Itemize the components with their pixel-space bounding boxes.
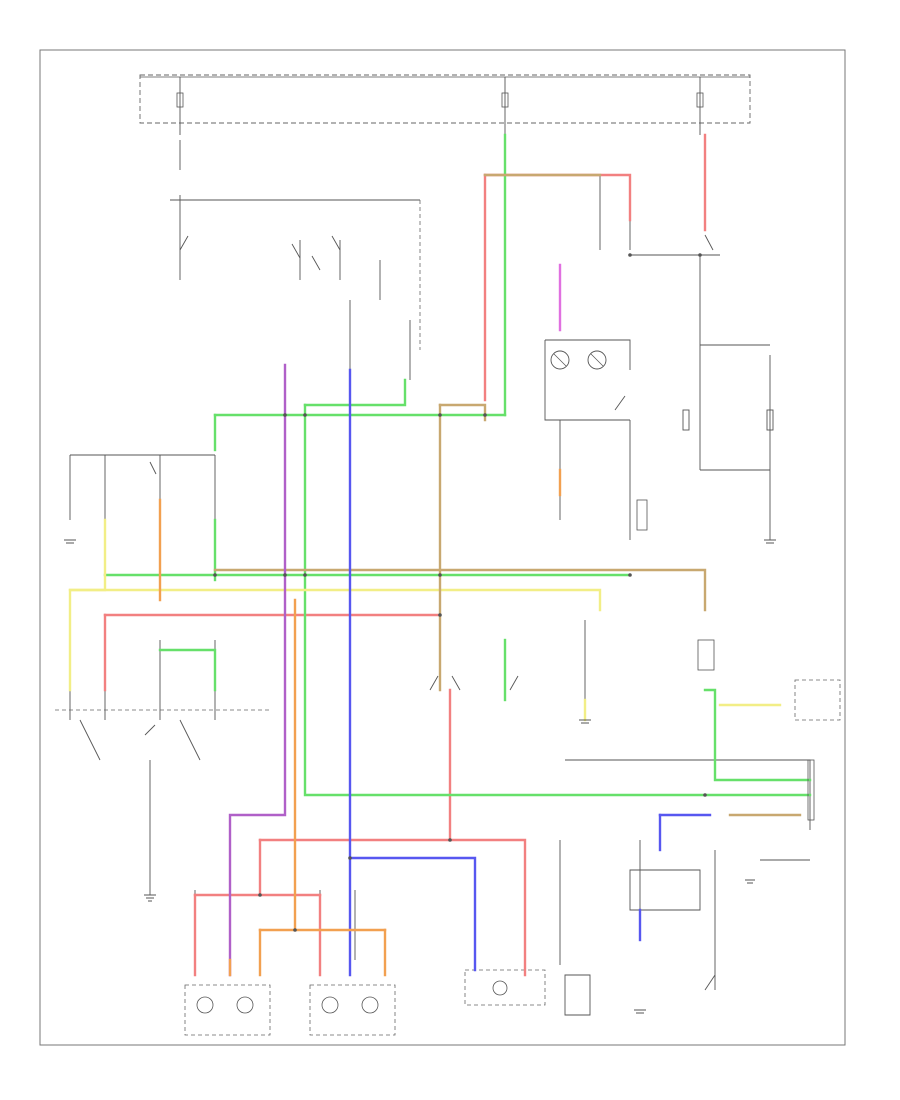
lamp-icon bbox=[766, 409, 774, 431]
switch-contact-icon bbox=[331, 235, 341, 251]
ground-icon bbox=[579, 719, 591, 724]
fuse-icon bbox=[501, 77, 509, 135]
black-wires bbox=[55, 140, 841, 1036]
fuse-icon bbox=[176, 77, 184, 135]
switch-contact-icon bbox=[311, 255, 321, 271]
yellow-wires bbox=[68, 518, 782, 722]
switch-contact-icon bbox=[704, 974, 716, 991]
connector-icon bbox=[636, 499, 815, 821]
ground-icon bbox=[144, 890, 156, 902]
ground-icon bbox=[764, 539, 776, 544]
lamp-icon bbox=[550, 350, 570, 370]
fuse-icon bbox=[696, 77, 704, 135]
switch-contact-icon bbox=[429, 675, 439, 691]
violet-wires bbox=[228, 263, 562, 977]
diagram-frame bbox=[39, 49, 846, 1046]
switch-contact-icon bbox=[614, 395, 626, 411]
switch-contact-icon bbox=[149, 461, 157, 475]
switch-contact-icon bbox=[704, 234, 714, 251]
lamp-icon bbox=[196, 980, 508, 1014]
ground-icon bbox=[634, 1009, 646, 1014]
switch-contact-icon bbox=[509, 675, 519, 691]
switch-contact-icon bbox=[144, 724, 156, 736]
red-wires bbox=[103, 133, 707, 977]
blue-wires bbox=[348, 368, 712, 977]
fuse-block bbox=[139, 74, 751, 135]
lamp-icon bbox=[682, 409, 690, 431]
tan-wires bbox=[213, 173, 802, 817]
green-wires bbox=[103, 133, 812, 797]
lamp-icon bbox=[587, 350, 607, 370]
switch-contact-icon bbox=[451, 675, 461, 691]
ground-icon bbox=[64, 539, 76, 544]
orange-wires bbox=[158, 468, 562, 977]
ground-icon bbox=[745, 879, 755, 884]
splice-nodes bbox=[213, 253, 707, 932]
switch-contact-icon bbox=[179, 235, 189, 251]
switch-contact-icon bbox=[291, 243, 301, 259]
